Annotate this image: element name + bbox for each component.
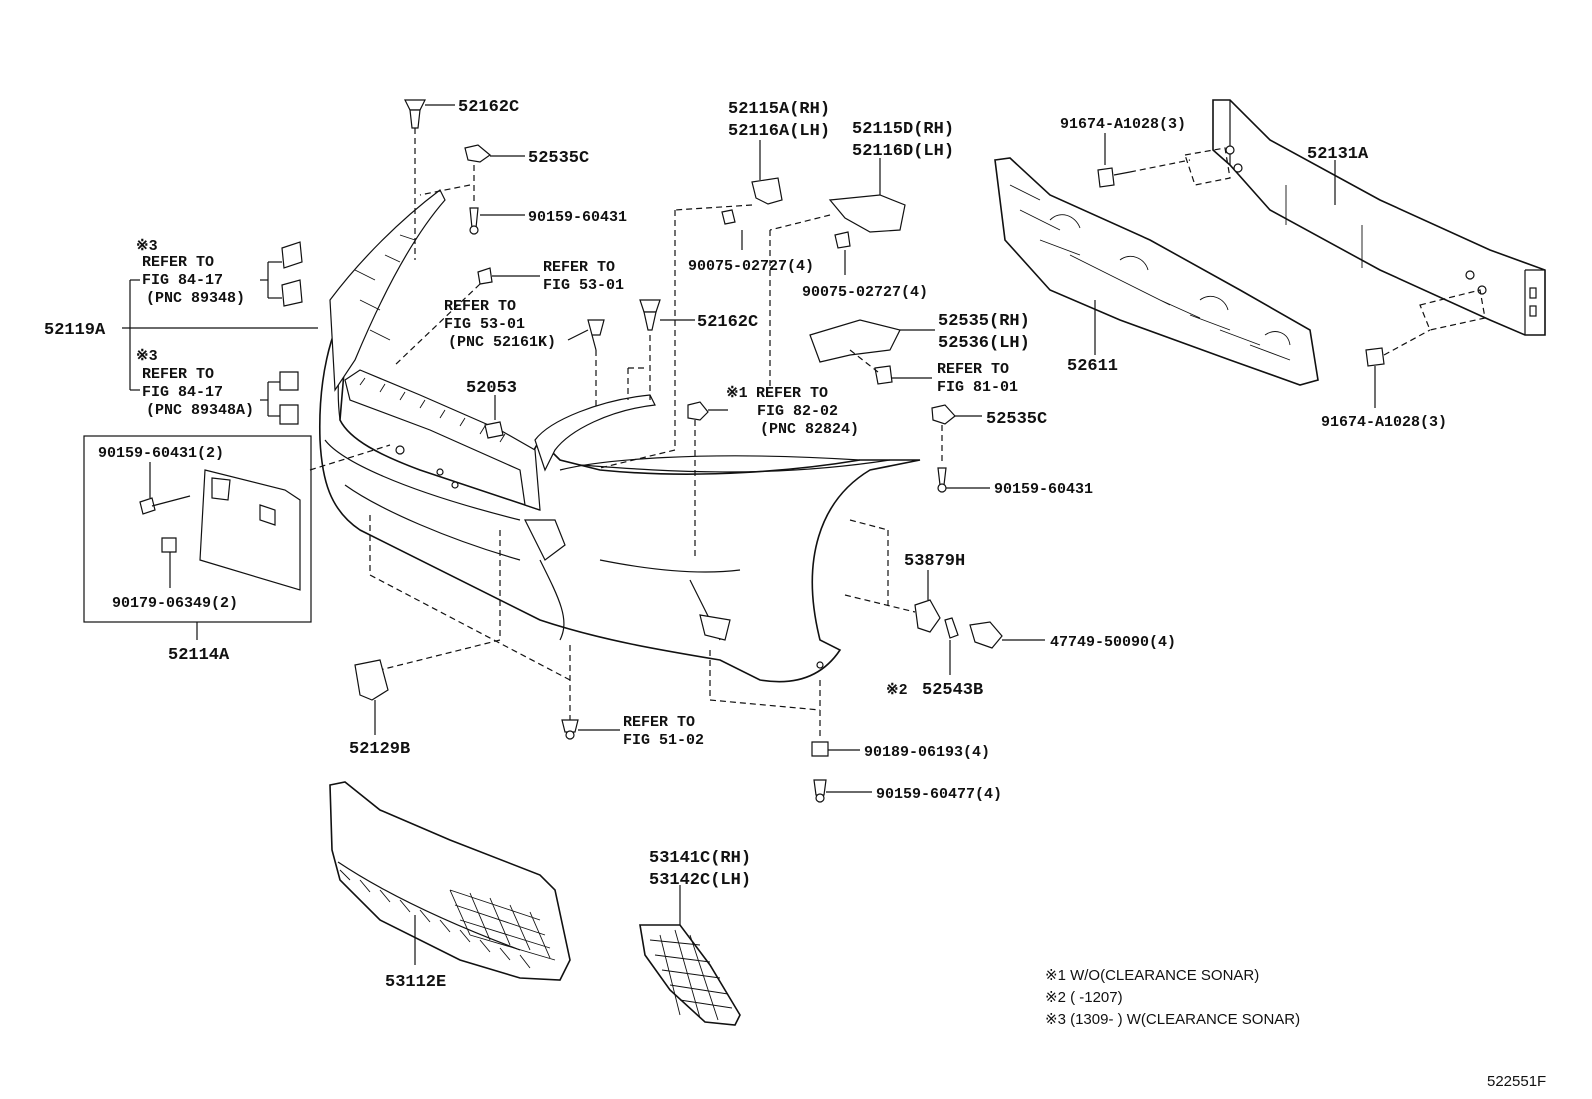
ref-53-01-a-line1: REFER TO bbox=[543, 259, 615, 276]
ref-84-17-group bbox=[122, 241, 318, 425]
note-3: ※3 (1309- ) W(CLEARANCE SONAR) bbox=[1045, 1011, 1300, 1028]
ref-84-17-b-line1: REFER TO bbox=[142, 366, 214, 383]
label-53879H: 53879H bbox=[904, 552, 965, 571]
lower-fasteners bbox=[369, 515, 872, 803]
cover-53141C-icon bbox=[639, 885, 741, 1026]
label-52116D: 52116D(LH) bbox=[852, 142, 954, 161]
ref-84-17-b-line2: FIG 84-17 bbox=[142, 384, 223, 401]
ref-81-01-line1: REFER TO bbox=[937, 361, 1009, 378]
bolt-91674-top-icon bbox=[1097, 133, 1231, 188]
ref-53-01-b-line1: REFER TO bbox=[444, 298, 516, 315]
label-53142C: 53142C(LH) bbox=[649, 871, 751, 890]
label-52543B: 52543B bbox=[922, 681, 983, 700]
ref-84-17-a-line2: FIG 84-17 bbox=[142, 272, 223, 289]
label-52535C-right: 52535C bbox=[986, 410, 1047, 429]
ref-82-02-mark: ※1 bbox=[726, 385, 748, 402]
label-90179-06349: 90179-06349(2) bbox=[112, 595, 238, 612]
label-90075-02727-a: 90075-02727(4) bbox=[688, 258, 814, 275]
retainer-52115D-icon bbox=[769, 158, 906, 390]
sonar-retainer-53879H-icon bbox=[844, 519, 1045, 675]
reinforcement-52131A-icon bbox=[1212, 99, 1546, 336]
label-90189-06193: 90189-06193(4) bbox=[864, 744, 990, 761]
grille-53112E-icon bbox=[329, 781, 571, 981]
label-52116A: 52116A(LH) bbox=[728, 122, 830, 141]
bracket-52535C-right-icon bbox=[931, 404, 990, 493]
label-90159-60431-box: 90159-60431(2) bbox=[98, 445, 224, 462]
label-52119A: 52119A bbox=[44, 321, 106, 340]
label-52131A: 52131A bbox=[1307, 145, 1369, 164]
label-91674-bottom: 91674-A1028(3) bbox=[1321, 414, 1447, 431]
ref-51-02-line2: FIG 51-02 bbox=[623, 732, 704, 749]
label-52535RH: 52535(RH) bbox=[938, 312, 1030, 331]
ref-82-02-line1: REFER TO bbox=[756, 385, 828, 402]
retainer-52115A-icon bbox=[599, 140, 783, 469]
cover-52129B-icon bbox=[354, 659, 389, 735]
label-90159-60431-top: 90159-60431 bbox=[528, 209, 627, 226]
label-52114A: 52114A bbox=[168, 646, 230, 665]
label-52162C-mid: 52162C bbox=[697, 313, 758, 332]
sensor-holder-icon bbox=[281, 241, 303, 269]
pad-52053-icon bbox=[484, 395, 504, 439]
bracket-52535-icon bbox=[809, 319, 935, 385]
clip-52162C-top-icon bbox=[404, 99, 455, 260]
ref-84-17-b-mark: ※3 bbox=[136, 348, 158, 365]
clip-52162C-mid-icon bbox=[627, 299, 695, 400]
label-53141C: 53141C(RH) bbox=[649, 849, 751, 868]
ref-53-01-a-line2: FIG 53-01 bbox=[543, 277, 624, 294]
bracket-52535C-top-icon bbox=[419, 144, 525, 235]
bolt-91674-bottom-icon bbox=[1365, 289, 1486, 408]
label-52129B: 52129B bbox=[349, 740, 410, 759]
label-91674-top: 91674-A1028(3) bbox=[1060, 116, 1186, 133]
bumper-cover-52119A bbox=[318, 189, 921, 683]
label-52535C-top: 52535C bbox=[528, 149, 589, 168]
license-bracket-box bbox=[83, 435, 391, 640]
ref-53-01-b-line3: (PNC 52161K) bbox=[448, 334, 556, 351]
ref-51-02-line1: REFER TO bbox=[623, 714, 695, 731]
label-47749-50090: 47749-50090(4) bbox=[1050, 634, 1176, 651]
sensor-82-02-icon bbox=[687, 401, 728, 560]
note-2: ※2 ( -1207) bbox=[1045, 989, 1123, 1006]
ref-53-01-b-line2: FIG 53-01 bbox=[444, 316, 525, 333]
label-90075-02727-b: 90075-02727(4) bbox=[802, 284, 928, 301]
absorber-52611-icon bbox=[994, 157, 1319, 386]
ref-84-17-a-line1: REFER TO bbox=[142, 254, 214, 271]
label-90159-60431-right: 90159-60431 bbox=[994, 481, 1093, 498]
ref-53-01-screws bbox=[394, 267, 605, 410]
label-52115D: 52115D(RH) bbox=[852, 120, 954, 139]
ref-82-02-line2: FIG 82-02 bbox=[757, 403, 838, 420]
mark-52543B: ※2 bbox=[886, 682, 908, 699]
ref-81-01-line2: FIG 81-01 bbox=[937, 379, 1018, 396]
label-52536LH: 52536(LH) bbox=[938, 334, 1030, 353]
ref-84-17-b-line3: (PNC 89348A) bbox=[146, 402, 254, 419]
ref-84-17-a-mark: ※3 bbox=[136, 238, 158, 255]
label-52611: 52611 bbox=[1067, 357, 1118, 376]
label-52115A: 52115A(RH) bbox=[728, 100, 830, 119]
figure-id: 522551F bbox=[1487, 1073, 1546, 1090]
label-53112E: 53112E bbox=[385, 973, 446, 992]
ref-82-02-line3: (PNC 82824) bbox=[760, 421, 859, 438]
ref-84-17-a-line3: (PNC 89348) bbox=[146, 290, 245, 307]
label-90159-60477: 90159-60477(4) bbox=[876, 786, 1002, 803]
note-1: ※1 W/O(CLEARANCE SONAR) bbox=[1045, 967, 1259, 984]
label-52162C-top: 52162C bbox=[458, 98, 519, 117]
label-52053: 52053 bbox=[466, 379, 517, 398]
